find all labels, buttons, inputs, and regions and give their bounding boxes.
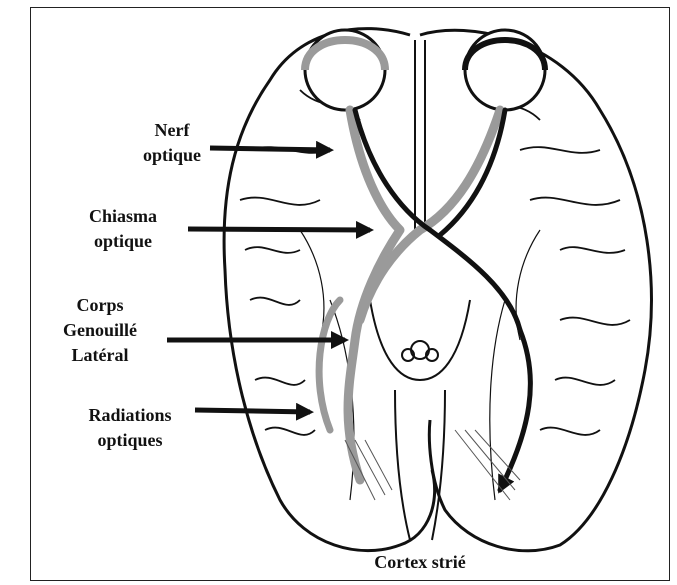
- label-lgn-line3: Latéral: [40, 343, 160, 368]
- label-lgn-line2: Genouillé: [40, 318, 160, 343]
- label-radiations-line2: optiques: [60, 428, 200, 453]
- label-optic-nerve-line2: optique: [132, 143, 212, 168]
- label-lgn-line1: Corps: [40, 293, 160, 318]
- label-chiasm-line1: Chiasma: [68, 204, 178, 229]
- label-optic-chiasm: Chiasma optique: [68, 204, 178, 254]
- label-optic-radiations: Radiations optiques: [60, 403, 200, 453]
- label-optic-nerve-line1: Nerf: [132, 118, 212, 143]
- brainstem: [370, 300, 470, 540]
- label-lateral-geniculate: Corps Genouillé Latéral: [40, 293, 160, 368]
- label-optic-nerve: Nerf optique: [132, 118, 212, 168]
- label-radiations-line1: Radiations: [60, 403, 200, 428]
- pointer-arrows: [167, 148, 370, 412]
- label-striate-cortex: Cortex strié: [340, 550, 500, 575]
- brain-outline: [224, 29, 651, 551]
- label-chiasm-line2: optique: [68, 229, 178, 254]
